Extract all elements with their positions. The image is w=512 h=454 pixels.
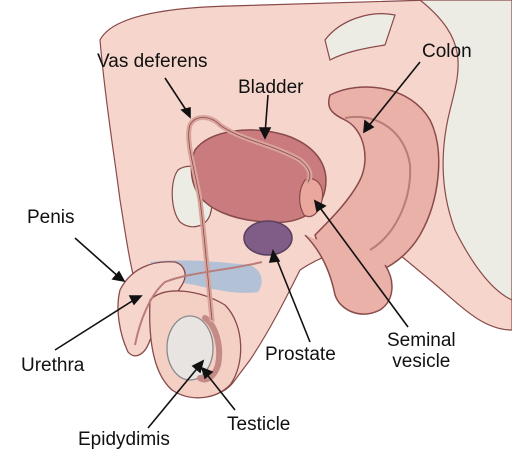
label-bladder: Bladder	[238, 77, 304, 98]
leader-lines	[54, 61, 421, 429]
arrowhead-bladder	[258, 127, 272, 140]
colon-inner	[344, 115, 412, 251]
arrowhead-prostate	[268, 248, 281, 263]
vas-deferens-outline	[188, 117, 311, 321]
prostate-shape	[243, 220, 293, 256]
arrowhead-colon	[363, 119, 375, 134]
arrowhead-seminal-vesicle	[313, 199, 327, 213]
leader-vas-deferens	[164, 77, 189, 114]
label-urethra: Urethra	[21, 355, 85, 376]
label-testicle: Testicle	[227, 414, 291, 435]
rectum-shape	[304, 234, 393, 315]
label-vas-deferens: Vas deferens	[97, 51, 208, 72]
label-seminal-vesicle: Seminal vesicle	[387, 330, 456, 373]
label-penis: Penis	[27, 207, 75, 228]
urethra-line	[134, 261, 263, 346]
epididymis-shape	[197, 315, 223, 383]
label-colon: Colon	[422, 41, 472, 62]
leader-penis	[74, 237, 121, 279]
leader-seminal-vesicle	[317, 204, 409, 328]
sacrum-bone	[419, 0, 512, 301]
arrowhead-urethra	[128, 295, 143, 306]
spine-bone	[324, 13, 396, 61]
arrowhead-epidydimis	[191, 359, 205, 374]
leader-epidydimis	[147, 364, 201, 429]
leader-colon	[366, 61, 421, 129]
arrowhead-vas-deferens	[180, 106, 191, 119]
label-seminal-vesicle-line1: Seminal	[387, 330, 456, 351]
arrowhead-penis	[111, 270, 126, 283]
leader-testicle	[204, 371, 236, 411]
label-seminal-vesicle-line2: vesicle	[392, 351, 451, 373]
label-epidydimis: Epidydimis	[78, 429, 170, 450]
arrowhead-testicle	[200, 366, 214, 380]
label-prostate: Prostate	[265, 344, 336, 365]
leader-prostate	[274, 254, 311, 343]
leader-urethra	[54, 297, 138, 351]
